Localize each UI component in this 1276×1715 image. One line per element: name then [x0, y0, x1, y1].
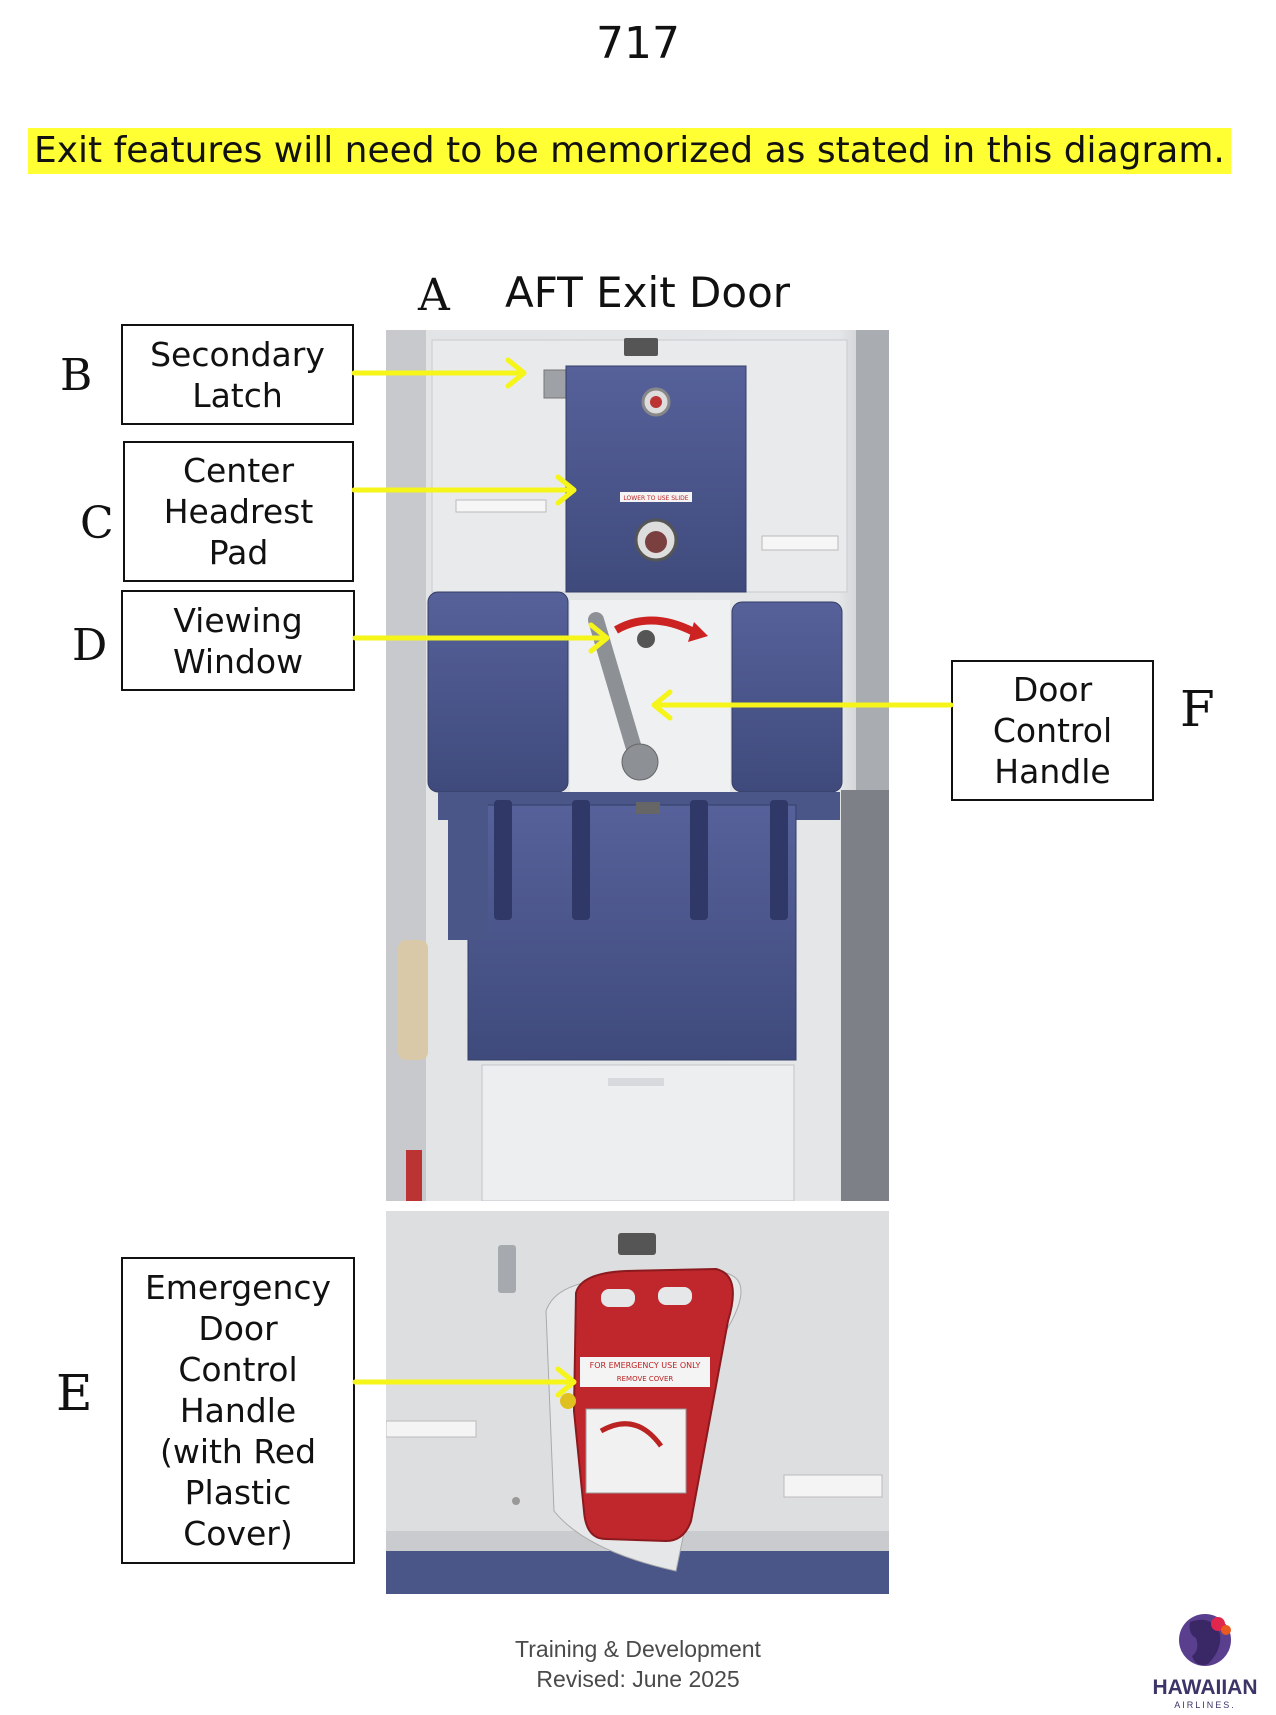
letter-b: B: [60, 350, 93, 401]
door-title: AFT Exit Door: [505, 268, 791, 317]
callout-label: Viewing Window: [172, 600, 304, 681]
callout-door-control-handle: Door Control Handle: [951, 660, 1154, 801]
callout-center-headrest-pad: Center Headrest Pad: [123, 441, 354, 582]
letter-c: C: [80, 498, 114, 549]
callout-label: Center Headrest Pad: [163, 451, 314, 572]
emergency-cover-photo: FOR EMERGENCY USE ONLY REMOVE COVER: [386, 1211, 889, 1594]
logo-name: HAWAIIAN: [1152, 1676, 1258, 1699]
logo-sub: AIRLINES.: [1174, 1700, 1236, 1710]
footer-revised: Revised: June 2025: [536, 1666, 740, 1692]
callout-emergency-door-control-handle: Emergency Door Control Handle (with Red …: [121, 1257, 355, 1564]
headrest-placard: LOWER TO USE SLIDE: [623, 495, 688, 502]
callout-label: Door Control Handle: [992, 670, 1113, 791]
callout-secondary-latch: Secondary Latch: [121, 324, 354, 425]
callout-label: Secondary Latch: [150, 334, 325, 415]
cover-placard-line1: FOR EMERGENCY USE ONLY: [590, 1361, 701, 1370]
letter-d: D: [72, 620, 108, 671]
letter-f: F: [1180, 680, 1215, 738]
letter-e: E: [56, 1364, 93, 1422]
letter-a: A: [418, 270, 450, 321]
footer-dept: Training & Development: [515, 1636, 761, 1662]
aft-door-photo: LOWER TO USE SLIDE: [386, 330, 889, 1201]
callout-viewing-window: Viewing Window: [121, 590, 355, 691]
page-number: 717: [596, 18, 680, 69]
hawaiian-airlines-logo: HAWAIIAN AIRLINES.: [1150, 1610, 1260, 1710]
pualani-icon: [1179, 1614, 1231, 1666]
memorize-notice: Exit features will need to be memorized …: [28, 128, 1231, 174]
callout-label: Emergency Door Control Handle (with Red …: [144, 1268, 332, 1553]
cover-placard-line2: REMOVE COVER: [617, 1375, 674, 1383]
